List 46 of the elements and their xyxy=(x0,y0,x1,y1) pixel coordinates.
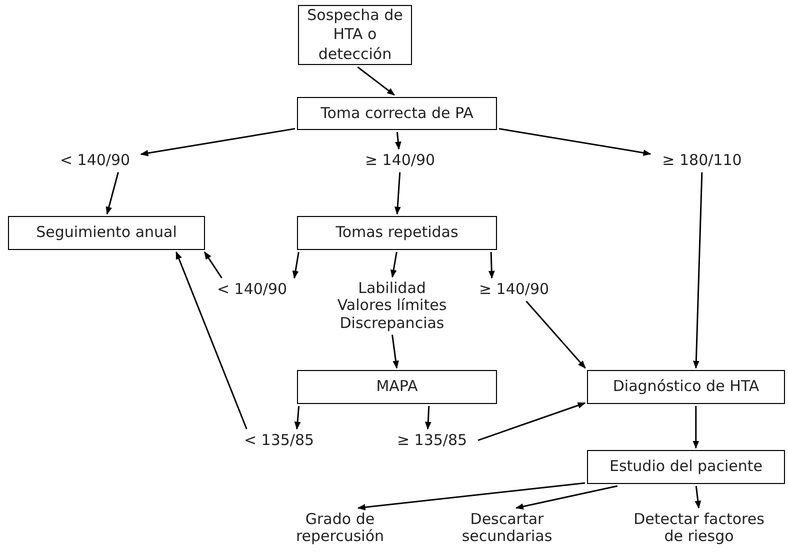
arrow xyxy=(394,132,402,150)
branch-label: ≥ 180/110 xyxy=(652,151,752,170)
process-box xyxy=(297,370,497,404)
arrow xyxy=(424,406,432,430)
box-text: Seguimiento anual xyxy=(36,223,177,243)
branch-label: < 140/90 xyxy=(51,151,139,170)
arrow xyxy=(526,300,586,369)
arrow xyxy=(394,172,401,215)
process-box xyxy=(8,216,205,250)
arrow xyxy=(692,172,703,369)
arrow xyxy=(294,406,301,430)
box-text: Toma correcta de PA xyxy=(320,104,474,124)
process-box xyxy=(587,450,785,484)
box-text: Estudio del paciente xyxy=(610,457,762,477)
arrow xyxy=(515,485,618,510)
arrow xyxy=(498,128,652,156)
arrow xyxy=(357,482,586,510)
branch-label: ≥ 140/90 xyxy=(356,151,444,170)
arrow xyxy=(392,334,399,369)
branch-label: < 135/85 xyxy=(235,431,323,450)
arrow xyxy=(390,252,398,278)
box-text: Tomas repetidas xyxy=(336,223,458,243)
branch-label: ≥ 140/90 xyxy=(470,280,558,300)
arrow xyxy=(357,66,395,96)
arrow xyxy=(204,251,222,278)
arrow xyxy=(140,128,296,156)
branch-label: Detectar factores de riesgo xyxy=(631,510,767,546)
box-text: MAPA xyxy=(376,377,418,397)
arrow xyxy=(692,406,700,449)
arrow xyxy=(478,402,586,442)
branch-label: Grado de repercusión xyxy=(290,510,390,546)
process-box xyxy=(297,216,497,250)
arrow xyxy=(106,172,119,215)
process-box xyxy=(587,370,785,404)
branch-label: ≥ 135/85 xyxy=(388,431,476,450)
branch-label: < 140/90 xyxy=(208,280,296,300)
arrow xyxy=(694,486,702,509)
box-text: Sospecha de HTA o detección xyxy=(306,6,404,64)
arrow xyxy=(292,252,300,279)
arrow xyxy=(488,252,495,279)
branch-label: Labilidad Valores límites Discrepancias xyxy=(332,279,452,333)
box-text: Diagnóstico de HTA xyxy=(612,377,760,397)
process-box xyxy=(297,97,497,130)
branch-label: Descartar secundarias xyxy=(456,510,558,546)
arrow xyxy=(176,251,248,430)
process-box xyxy=(298,5,412,65)
